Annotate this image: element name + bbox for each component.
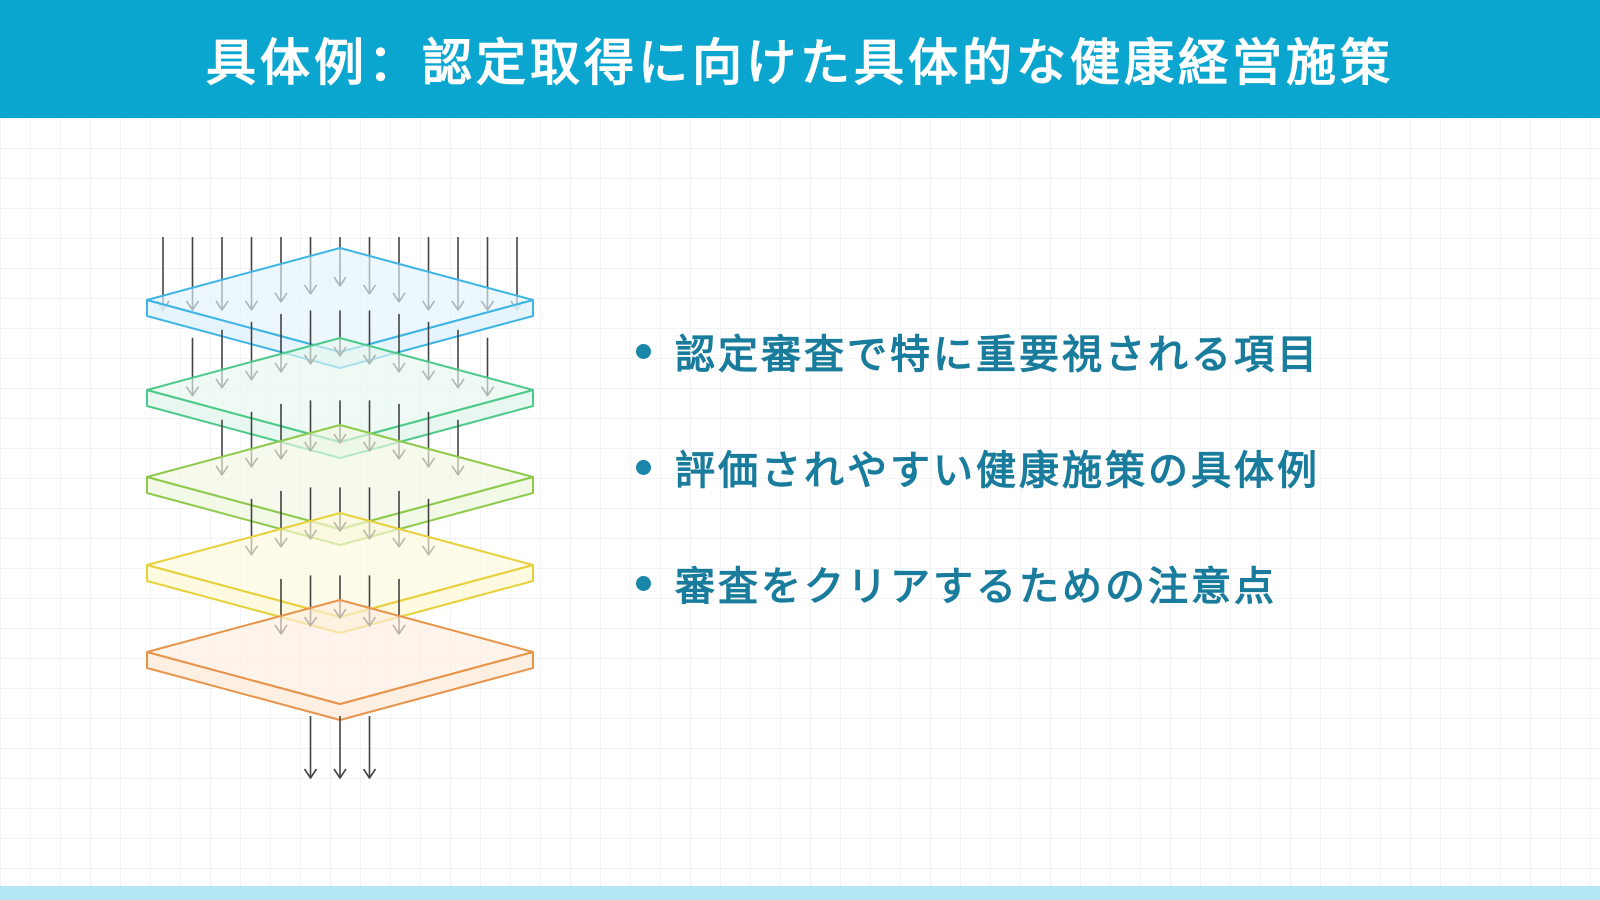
- bullet-text: 評価されやすい健康施策の具体例: [675, 448, 1320, 494]
- bullet-text: 認定審査で特に重要視される項目: [675, 332, 1320, 378]
- layers-svg: [146, 237, 534, 779]
- bullet-dot-icon: [636, 575, 651, 591]
- bullet-text: 審査をクリアするための注意点: [675, 564, 1277, 610]
- layer-plate: [146, 599, 534, 721]
- layer-plate-top: [146, 599, 534, 705]
- down-arrow-icon: [362, 716, 377, 779]
- bullet-dot-icon: [636, 343, 651, 359]
- footer-bar: [0, 886, 1600, 900]
- bullet-item: 評価されやすい健康施策の具体例: [636, 438, 1320, 496]
- layered-filter-diagram: [140, 225, 560, 805]
- arrow-head: [333, 768, 347, 779]
- bullet-item: 認定審査で特に重要視される項目: [636, 322, 1320, 380]
- page-title: 具体例：認定取得に向けた具体的な健康経営施策: [206, 34, 1394, 92]
- header-bar: 具体例：認定取得に向けた具体的な健康経営施策: [0, 0, 1600, 118]
- down-arrow-icon: [333, 716, 347, 779]
- bullet-list: 認定審査で特に重要視される項目 評価されやすい健康施策の具体例 審査をクリアする…: [636, 322, 1320, 670]
- bullet-dot-icon: [636, 459, 651, 475]
- arrow-head: [362, 768, 377, 779]
- down-arrow-icon: [303, 716, 318, 779]
- bullet-item: 審査をクリアするための注意点: [636, 554, 1320, 612]
- arrow-head: [303, 768, 318, 779]
